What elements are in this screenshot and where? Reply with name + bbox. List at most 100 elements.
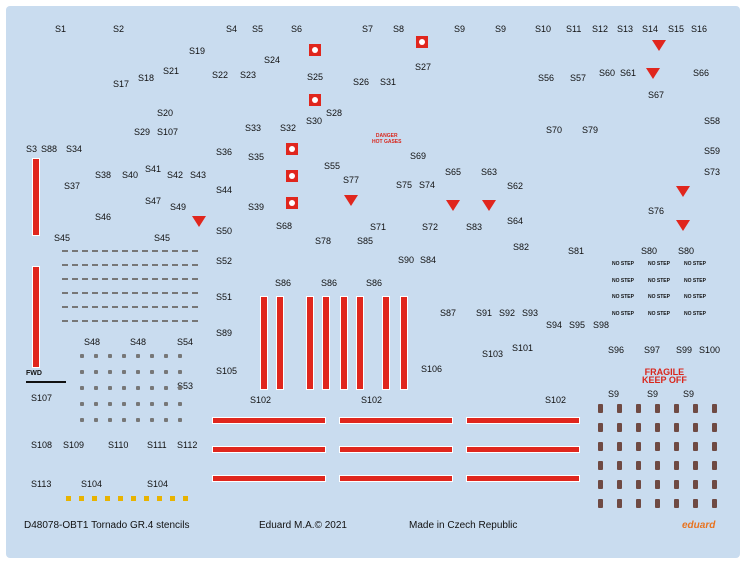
- small-stencil: [192, 264, 198, 266]
- small-stencil: [142, 292, 148, 294]
- stencil-label: S45: [154, 233, 171, 243]
- red-bar: [339, 475, 453, 482]
- stencil-label: S52: [216, 256, 233, 266]
- red-bar: [212, 475, 326, 482]
- small-stencil: [122, 292, 128, 294]
- stencil-label: S1: [55, 24, 67, 34]
- small-stencil: [150, 402, 154, 406]
- red-bar: [212, 417, 326, 424]
- stencil-label: S47: [145, 196, 162, 206]
- small-stencil: [162, 306, 168, 308]
- no-step-stencil: NO STEP: [612, 261, 634, 267]
- small-stencil: [142, 306, 148, 308]
- no-step-stencil: NO STEP: [612, 311, 634, 317]
- small-stencil: [102, 250, 108, 252]
- red-bar: [466, 417, 580, 424]
- stencil-label: S44: [216, 185, 233, 195]
- stencil-label: S58: [704, 116, 721, 126]
- red-stripe: [340, 296, 348, 390]
- small-stencil: [150, 370, 154, 374]
- brown-stencil: [655, 499, 660, 508]
- brown-stencil: [598, 423, 603, 432]
- small-stencil: [80, 370, 84, 374]
- yellow-stencil: [66, 496, 71, 501]
- stencil-label: S67: [648, 90, 665, 100]
- small-stencil: [152, 306, 158, 308]
- stencil-label: S98: [593, 320, 610, 330]
- stencil-label: S40: [122, 170, 139, 180]
- brown-stencil: [655, 404, 660, 413]
- red-triangle-stencil: [676, 220, 690, 231]
- stencil-label: S13: [617, 24, 634, 34]
- red-stripe: [382, 296, 390, 390]
- small-stencil: [94, 386, 98, 390]
- brown-stencil: [693, 442, 698, 451]
- stencil-label: S93: [522, 308, 539, 318]
- no-step-stencil: NO STEP: [648, 261, 670, 267]
- small-stencil: [82, 320, 88, 322]
- small-stencil: [178, 354, 182, 358]
- stencil-label: S49: [170, 202, 187, 212]
- stencil-label: S109: [63, 440, 85, 450]
- brown-stencil: [636, 461, 641, 470]
- brown-stencil: [712, 404, 717, 413]
- small-stencil: [182, 306, 188, 308]
- small-stencil: [94, 370, 98, 374]
- stencil-label: S78: [315, 236, 332, 246]
- red-square-stencil: [309, 94, 321, 106]
- brown-stencil: [636, 404, 641, 413]
- stencil-label: S19: [189, 46, 206, 56]
- stencil-label: S57: [570, 73, 587, 83]
- brown-stencil: [598, 404, 603, 413]
- small-stencil: [112, 250, 118, 252]
- stencil-label: S35: [248, 152, 265, 162]
- stencil-label: S31: [380, 77, 397, 87]
- small-stencil: [80, 354, 84, 358]
- stencil-label: S9: [495, 24, 507, 34]
- stencil-label: S7: [362, 24, 374, 34]
- small-stencil: [82, 264, 88, 266]
- stencil-label: S75: [396, 180, 413, 190]
- small-stencil: [112, 320, 118, 322]
- stencil-label: S17: [113, 79, 130, 89]
- small-stencil: [182, 250, 188, 252]
- small-stencil: [92, 250, 98, 252]
- small-stencil: [132, 306, 138, 308]
- red-bar: [212, 446, 326, 453]
- small-stencil: [172, 306, 178, 308]
- small-stencil: [150, 386, 154, 390]
- stencil-label: S51: [216, 292, 233, 302]
- small-stencil: [162, 250, 168, 252]
- brown-stencil: [617, 480, 622, 489]
- red-triangle-stencil: [344, 195, 358, 206]
- red-triangle-stencil: [652, 40, 666, 51]
- stencil-label: S86: [366, 278, 383, 288]
- stencil-label: S16: [691, 24, 708, 34]
- stencil-label: S30: [306, 116, 323, 126]
- product-code: D48078-OBT1 Tornado GR.4 stencils: [24, 520, 190, 531]
- stencil-label: S104: [147, 479, 169, 489]
- stencil-label: S74: [419, 180, 436, 190]
- stencil-label: S66: [693, 68, 710, 78]
- brown-stencil: [636, 480, 641, 489]
- stencil-label: S63: [481, 167, 498, 177]
- stencil-label: S9: [683, 389, 695, 399]
- stencil-label: S41: [145, 164, 162, 174]
- small-stencil: [172, 250, 178, 252]
- small-stencil: [162, 292, 168, 294]
- small-stencil: [102, 292, 108, 294]
- yellow-stencil: [183, 496, 188, 501]
- stencil-label: S9: [454, 24, 466, 34]
- stencil-label: S112: [177, 440, 198, 450]
- small-stencil: [136, 370, 140, 374]
- stencil-label: S20: [157, 108, 174, 118]
- small-stencil: [72, 250, 78, 252]
- small-stencil: [122, 354, 126, 358]
- no-step-stencil: NO STEP: [648, 311, 670, 317]
- small-stencil: [172, 278, 178, 280]
- stencil-label: S28: [326, 108, 343, 118]
- stencil-label: S104: [81, 479, 103, 489]
- red-triangle-stencil: [646, 68, 660, 79]
- small-stencil: [92, 306, 98, 308]
- yellow-stencil: [118, 496, 123, 501]
